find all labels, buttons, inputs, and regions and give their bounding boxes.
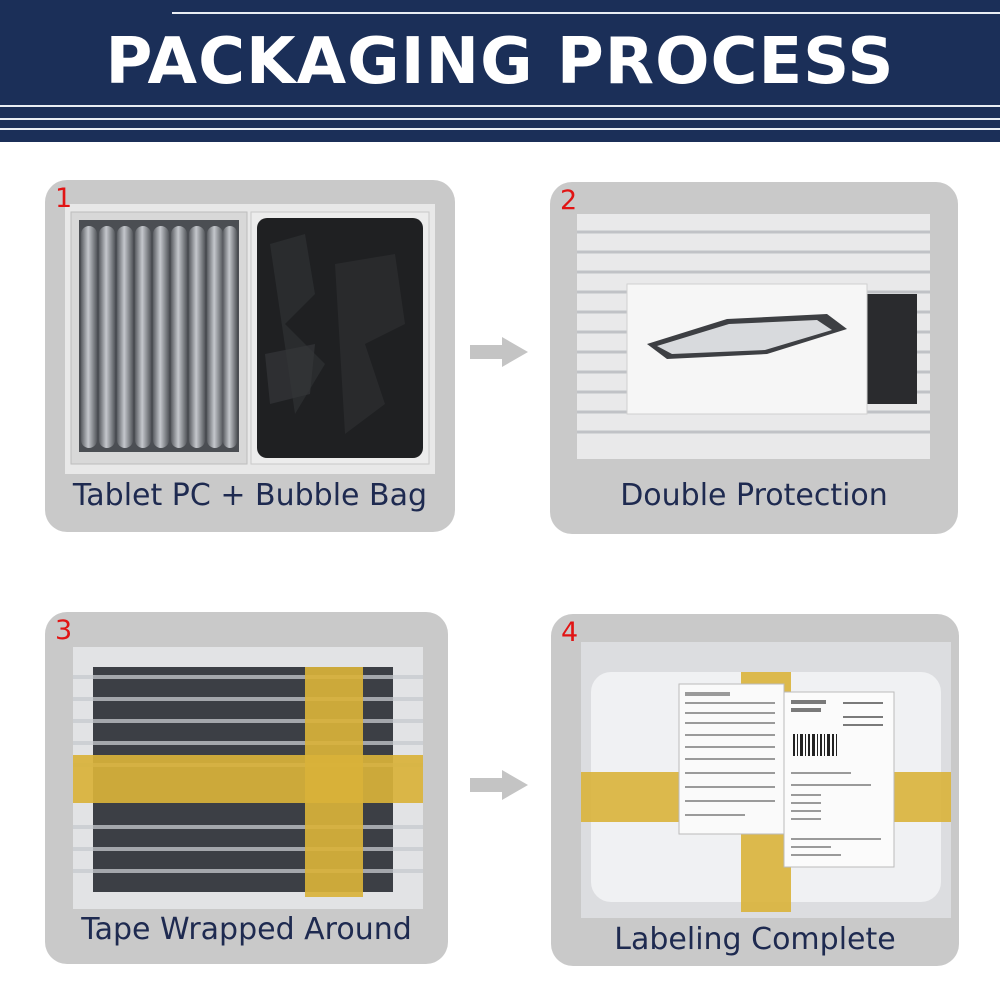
- step-card-3: 3 Tape Wrapped Around: [45, 612, 448, 964]
- step-photo-double-protection: [577, 214, 930, 459]
- step-photo-labeled-package: [581, 642, 951, 918]
- header-banner: PACKAGING PROCESS: [0, 0, 1000, 142]
- right-arrow-icon: [470, 770, 528, 800]
- step-caption: Tape Wrapped Around: [81, 912, 412, 947]
- step-number: 1: [55, 183, 73, 214]
- step-card-4: 4 Labeling Complete: [551, 614, 959, 966]
- step-caption: Tablet PC + Bubble Bag: [72, 478, 428, 513]
- step-caption: Double Protection: [620, 478, 888, 513]
- right-arrow-icon: [470, 337, 528, 367]
- step-number: 2: [560, 185, 578, 216]
- banner-stripe: [0, 105, 1000, 107]
- step-caption: Labeling Complete: [614, 922, 896, 957]
- banner-stripe: [0, 128, 1000, 130]
- banner-stripe: [172, 12, 1000, 14]
- step-photo-tablet-and-bubble-bag: [65, 204, 435, 474]
- step-photo-tape-wrapped: [73, 647, 423, 909]
- step-number: 3: [55, 615, 73, 646]
- banner-stripe: [0, 118, 1000, 120]
- step-card-1: 1 Tablet PC + Bubble Bag: [45, 180, 455, 532]
- page-title: PACKAGING PROCESS: [105, 25, 895, 99]
- step-number: 4: [561, 617, 579, 648]
- step-card-2: 2 Double Protection: [550, 182, 958, 534]
